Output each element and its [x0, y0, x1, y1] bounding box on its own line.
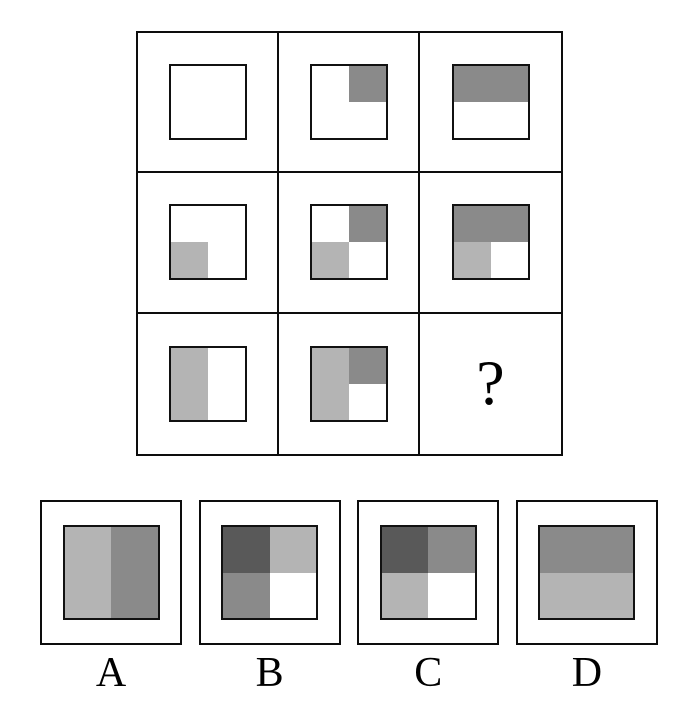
quadrant-bl: [170, 242, 208, 279]
quadrant-tr: [586, 527, 634, 573]
quadrant-br: [207, 383, 245, 420]
quadrant-bl: [311, 383, 349, 420]
figure-square: [221, 525, 319, 620]
quadrant-tr: [348, 347, 386, 384]
quadrant-tr: [111, 527, 158, 573]
quadrant-tr: [207, 347, 245, 384]
option-b-box[interactable]: [198, 500, 341, 645]
option-d: D: [515, 500, 658, 696]
quadrant-br: [207, 242, 245, 279]
quadrant-bl: [170, 383, 208, 420]
quadrant-bl: [223, 572, 270, 618]
figure-square: [451, 204, 530, 281]
quadrant-br: [428, 572, 475, 618]
option-d-label: D: [571, 650, 603, 696]
quadrant-bl: [64, 572, 111, 618]
figure-square: [309, 64, 388, 141]
quadrant-br: [490, 102, 528, 139]
quadrant-tl: [453, 206, 491, 243]
figure-square: [168, 204, 247, 281]
figure-square: [62, 525, 160, 620]
quadrant-bl: [540, 572, 587, 618]
quadrant-tr: [207, 66, 245, 103]
option-a: A: [40, 500, 182, 696]
option-d-box[interactable]: [515, 500, 658, 645]
matrix-cell-r2c3: [420, 173, 561, 314]
quadrant-bl: [311, 242, 349, 279]
quadrant-tr: [428, 527, 475, 573]
quadrant-tr: [207, 206, 245, 243]
quadrant-tl: [170, 347, 208, 384]
figure-square: [309, 345, 388, 422]
quadrant-bl: [170, 102, 208, 139]
option-c-box[interactable]: [357, 500, 500, 645]
quadrant-tr: [269, 527, 317, 573]
quadrant-tl: [311, 66, 349, 103]
matrix-cell-r3c1: [138, 313, 279, 454]
matrix-cell-r3c2: [279, 313, 420, 454]
matrix-cell-r2c1: [138, 173, 279, 314]
quadrant-tr: [348, 66, 386, 103]
quadrant-br: [348, 383, 386, 420]
quadrant-tl: [540, 527, 587, 573]
option-b-label: B: [255, 650, 284, 696]
puzzle-matrix: ?: [136, 31, 563, 456]
quadrant-bl: [381, 572, 429, 618]
matrix-cell-r1c3: [420, 33, 561, 174]
quadrant-br: [586, 572, 634, 618]
quadrant-bl: [453, 242, 491, 279]
quadrant-br: [348, 102, 386, 139]
answer-options-row: A B C: [40, 500, 658, 696]
quadrant-tl: [453, 66, 491, 103]
matrix-cell-r2c2: [279, 173, 420, 314]
quadrant-tl: [223, 527, 270, 573]
option-a-box[interactable]: [40, 500, 182, 645]
option-b: B: [198, 500, 341, 696]
quadrant-tr: [490, 66, 528, 103]
quadrant-br: [207, 102, 245, 139]
quadrant-bl: [453, 102, 491, 139]
quadrant-tl: [170, 206, 208, 243]
figure-square: [451, 64, 530, 141]
quadrant-tl: [311, 347, 349, 384]
quadrant-bl: [311, 102, 349, 139]
quadrant-br: [111, 572, 158, 618]
figure-square: [168, 345, 247, 422]
figure-square: [309, 204, 388, 281]
quadrant-tr: [490, 206, 528, 243]
quadrant-tl: [311, 206, 349, 243]
matrix-cell-r1c1: [138, 33, 279, 174]
quadrant-br: [269, 572, 317, 618]
quadrant-br: [348, 242, 386, 279]
matrix-cell-r3c3-unknown: ?: [420, 314, 561, 454]
quadrant-tl: [64, 527, 111, 573]
option-a-label: A: [95, 650, 127, 696]
option-c: C: [357, 500, 500, 696]
quadrant-tl: [170, 66, 208, 103]
quadrant-br: [490, 242, 528, 279]
question-mark: ?: [476, 346, 505, 418]
matrix-cell-r1c2: [279, 33, 420, 174]
quadrant-tl: [381, 527, 429, 573]
figure-square: [168, 64, 247, 141]
figure-square: [538, 525, 636, 620]
quadrant-tr: [348, 206, 386, 243]
option-c-label: C: [414, 650, 443, 696]
figure-square: [379, 525, 477, 620]
